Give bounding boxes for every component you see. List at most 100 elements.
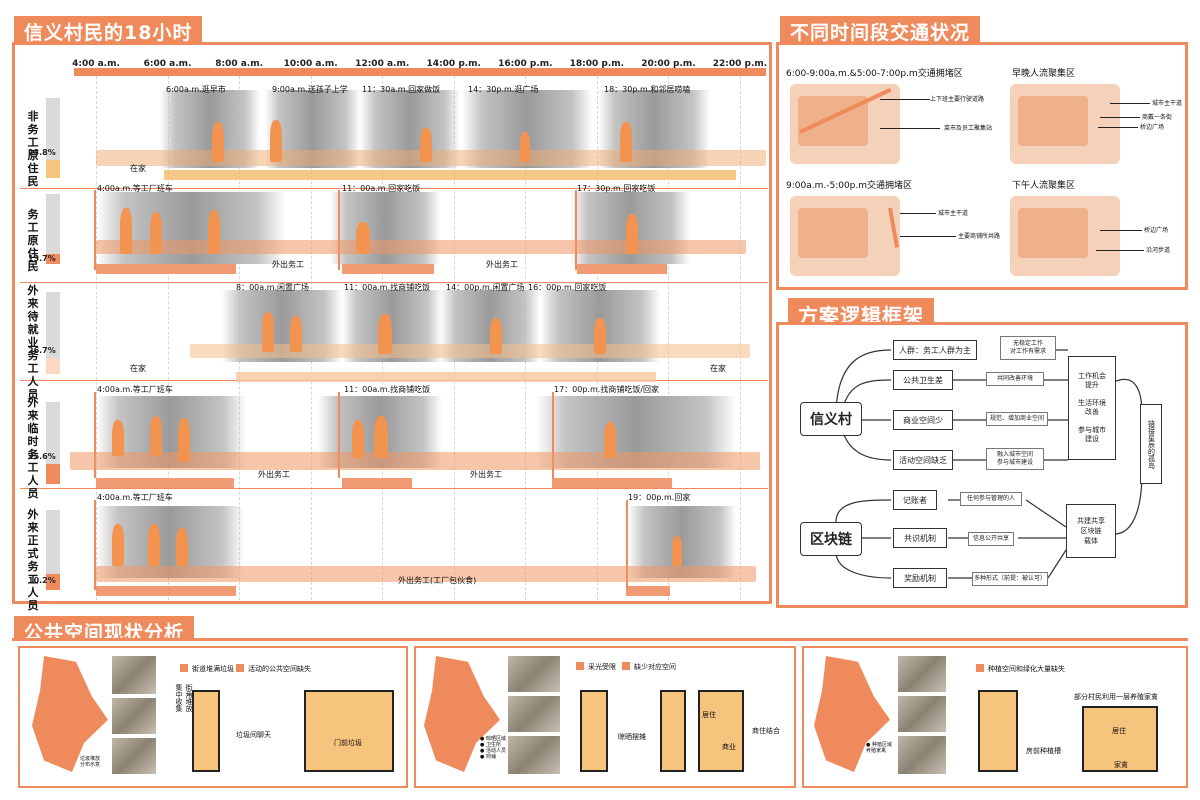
person-figure (176, 528, 188, 566)
map-note: ● 晾晒区域 ● 卫生所 ● 活动人员 ● 商铺 (480, 736, 506, 760)
event-label: 16：00p.m.回家吃饭 (528, 283, 607, 292)
event-label: 8：00a.m.闲置广场 (236, 283, 310, 292)
status-note: 在家 (710, 364, 726, 373)
person-figure (672, 536, 682, 566)
legend-label: 采光受限 (588, 663, 616, 671)
percent-fill (46, 254, 60, 264)
row-separator (20, 488, 768, 489)
event-marker (626, 500, 628, 590)
event-marker (338, 392, 340, 478)
activity-ribbon (190, 344, 750, 358)
person-figure (178, 418, 190, 462)
event-marker (94, 190, 96, 270)
map-label: 商戴一条街 (1142, 114, 1173, 121)
leader-line (1096, 250, 1144, 251)
event-label: 11：30a.m.回家做饭 (362, 85, 441, 94)
percent-fill (46, 464, 60, 484)
event-label: 4:00a.m.等工厂班车 (97, 385, 173, 394)
percent-fill (46, 160, 60, 178)
legend-label: 活动的公共空间缺失 (248, 665, 311, 673)
section-label: 垃圾间聊天 (236, 731, 271, 739)
traffic-panel-title: 9:00a.m.-5:00p.m交通拥堵区 (786, 181, 913, 191)
framework-problem-note: 融入城市空间 参与城市建设 (986, 448, 1044, 470)
section-drawing (978, 690, 1018, 772)
person-figure (150, 416, 162, 456)
framework-chain-note: 任何参与管理的人 (960, 492, 1022, 506)
person-figure (594, 318, 606, 354)
leader-line (1110, 103, 1150, 104)
framework-chain-node: 共识机制 (893, 528, 947, 548)
time-band (342, 264, 434, 274)
status-note: 在家 (130, 364, 146, 373)
map-label: 沿河步道 (1146, 247, 1171, 254)
activity-ribbon (96, 240, 746, 254)
event-marker (575, 190, 577, 270)
legend-swatch (622, 662, 630, 670)
person-figure (212, 122, 224, 162)
time-band (577, 264, 667, 274)
section-label: 房前种植槽 (1026, 747, 1061, 755)
section-label: 部分村民利用一层养殖家禽 (1074, 693, 1158, 701)
activity-ribbon (96, 566, 756, 582)
map-label: 城市主干道 (1152, 100, 1183, 107)
section-label: 商业 (722, 743, 736, 751)
map-label: 主要商铺所共路 (958, 233, 1001, 240)
framework-problem: 活动空间缺乏 (893, 450, 953, 470)
person-figure (112, 420, 124, 456)
event-marker (94, 392, 96, 478)
traffic-panel-title: 早晚人流聚集区 (1012, 69, 1076, 79)
group-label: 务工原住民 (27, 208, 39, 273)
event-label: 9:00a.m.送孩子上学 (272, 85, 348, 94)
leader-line (1100, 117, 1140, 118)
map-label: 城市主干道 (938, 210, 969, 217)
map-label: 桥边广场 (1140, 124, 1165, 131)
person-figure (620, 122, 632, 162)
time-tick-label: 6:00 a.m. (143, 59, 192, 69)
time-band (96, 478, 234, 488)
time-axis-bar (74, 68, 766, 76)
time-tick-label: 10:00 a.m. (283, 59, 338, 69)
time-tick-label: 20:00 p.m. (641, 59, 696, 69)
map-note: 垃圾堆放 分布示意 (80, 756, 101, 768)
time-tick-label: 12:00 a.m. (355, 59, 410, 69)
framework-problem-note: 共同改善环境 (986, 372, 1044, 386)
traffic-title: 不同时间段交通状况 (780, 16, 981, 47)
time-tick-label: 18:00 p.m. (569, 59, 625, 69)
percent-fill (46, 574, 60, 590)
site-photo (898, 736, 946, 774)
percent-label: 13.7% (28, 254, 56, 263)
section-label: 商住结合 (752, 727, 780, 735)
section-drawing (1082, 706, 1158, 772)
framework-problem-note: 规范、增加商业空间 (986, 412, 1048, 426)
section-drawing (660, 690, 686, 772)
site-photo (898, 656, 946, 692)
schedule-title: 信义村民的18小时 (14, 16, 203, 47)
event-label: 14：00p.m.闲置广场 (446, 283, 525, 292)
framework-problem: 商业空间少 (893, 410, 953, 430)
time-band (96, 264, 236, 274)
person-figure (374, 416, 388, 458)
section-drawing (304, 690, 394, 772)
framework-root-blockchain: 区块链 (800, 522, 862, 556)
percent-track (46, 510, 60, 590)
site-photo (112, 738, 156, 774)
legend-label: 街道堆满垃圾 (192, 665, 234, 673)
map-label: 桥边广场 (1144, 227, 1169, 234)
percent-fill (46, 358, 60, 374)
leader-line (900, 213, 936, 214)
leader-line (880, 99, 930, 100)
framework-problem: 公共卫生差 (893, 370, 953, 390)
person-figure (420, 128, 432, 162)
time-tick-label: 4:00 a.m. (72, 59, 120, 69)
framework-problem-note: 无稳定工作 对工作有需求 (1000, 336, 1056, 360)
person-figure (626, 214, 638, 254)
event-label: 18：30p.m.和邻居唠嗑 (604, 85, 691, 94)
status-note: 外出务工 (272, 260, 304, 269)
percent-label: 10.2% (28, 576, 56, 585)
time-tick-label: 14:00 p.m. (426, 59, 481, 69)
person-figure (520, 132, 530, 162)
legend-label: 种植空间和绿化大量缺失 (988, 665, 1065, 673)
map-note: ● 种植区域 养殖家禽 (866, 742, 892, 754)
framework-chain-node: 记账者 (893, 490, 937, 510)
time-gridline (740, 76, 741, 600)
